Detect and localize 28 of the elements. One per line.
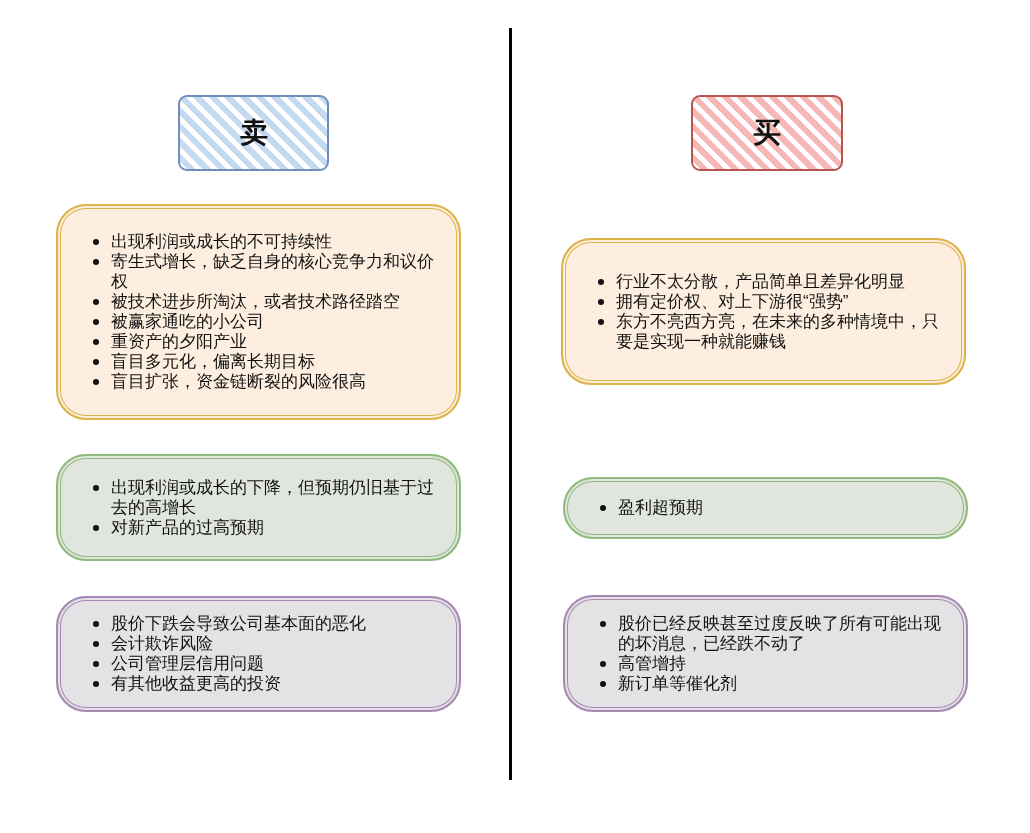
list-box: [563, 477, 968, 539]
list-box: [563, 595, 968, 712]
list-item: 对新产品的过高预期: [111, 517, 265, 538]
heading-box: 买: [691, 95, 843, 171]
list-item: 出现利润或成长的不可持续性: [111, 232, 333, 252]
list-item: 行业不太分散，产品简单且差异化明显: [616, 271, 906, 292]
list-item: 有其他收益更高的投资: [111, 674, 282, 694]
list-item: 高管增持: [618, 653, 687, 674]
list-item: 拥有定价权、对上下游很“强势”: [616, 291, 850, 312]
list-item: 盈利超预期: [618, 498, 704, 518]
list-item: 寄生式增长，缺乏自身的核心竞争力和议价权: [111, 252, 435, 292]
list-item: 盲目多元化，偏离长期目标: [111, 352, 316, 372]
list-item: 重资产的夕阳产业: [111, 332, 248, 352]
list-box: [561, 238, 966, 385]
list-item: 被赢家通吃的小公司: [111, 312, 265, 332]
list-box: [56, 454, 461, 561]
list-box: [56, 596, 461, 712]
list-item: 盲目扩张，资金链断裂的风险很高: [111, 372, 367, 392]
list-item: 东方不亮西方亮，在未来的多种情境中，只要是实现一种就能赚钱: [616, 311, 940, 352]
list-item: 新订单等催化剂: [618, 673, 738, 694]
list-item: 股价下跌会导致公司基本面的恶化: [111, 614, 367, 634]
list-item: 被技术进步所淘汰，或者技术路径踏空: [111, 292, 401, 312]
list-item: 会计欺诈风险: [111, 634, 214, 654]
list-box: [56, 204, 461, 420]
list-item: 出现利润或成长的下降，但预期仍旧基于过去的高增长: [111, 477, 435, 518]
list-item: 公司管理层信用问题: [111, 654, 265, 674]
heading-box: 卖: [178, 95, 329, 171]
list-item: 股价已经反映甚至过度反映了所有可能出现的坏消息，已经跌不动了: [618, 613, 942, 654]
